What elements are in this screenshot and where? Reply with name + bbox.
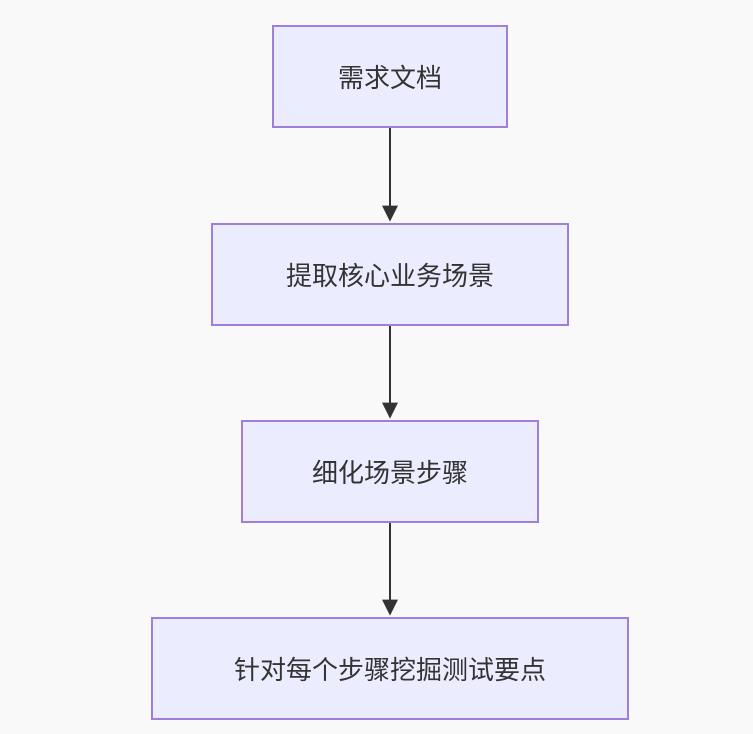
flow-node-extract-scenarios: 提取核心业务场景 [211, 223, 569, 326]
flow-node-requirements-doc: 需求文档 [272, 25, 508, 128]
flow-node-label: 提取核心业务场景 [285, 262, 494, 292]
flow-node-test-points: 针对每个步骤挖掘测试要点 [151, 617, 629, 720]
flow-node-label: 细化场景步骤 [311, 459, 468, 489]
flow-node-refine-steps: 细化场景步骤 [241, 420, 539, 523]
flow-node-label: 针对每个步骤挖掘测试要点 [233, 656, 546, 686]
flow-node-label: 需求文档 [337, 64, 442, 94]
